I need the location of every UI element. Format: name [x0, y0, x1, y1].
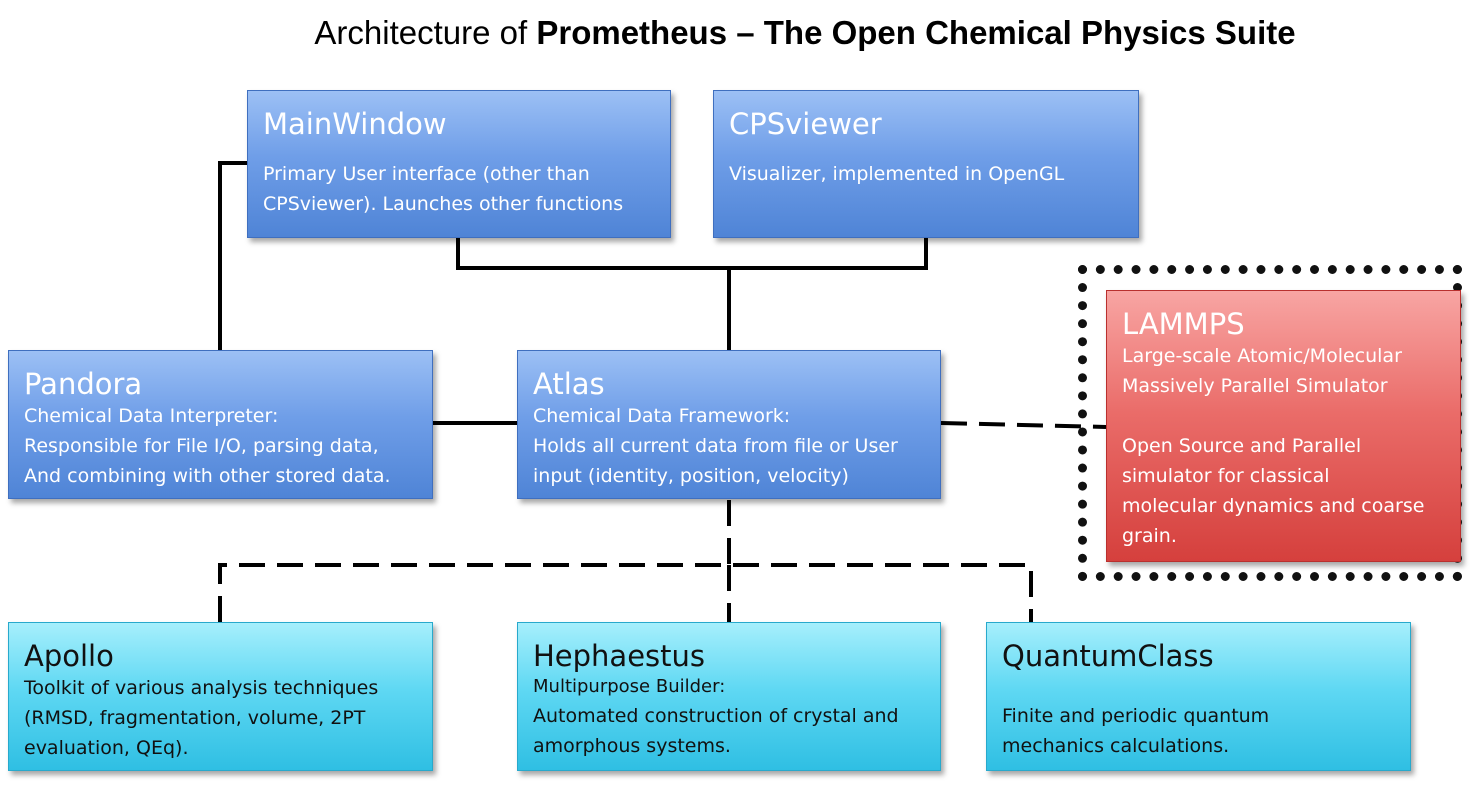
- node-hephaestus-text: Automated construction of crystal and am…: [533, 705, 899, 757]
- node-hephaestus-subtitle: Multipurpose Builder:: [533, 676, 726, 697]
- node-mainwindow[interactable]: MainWindow Primary User interface (other…: [247, 90, 671, 238]
- node-lammps-heading: LAMMPS: [1122, 307, 1245, 341]
- node-pandora-text: Chemical Data Interpreter: Responsible f…: [24, 405, 391, 487]
- node-atlas[interactable]: Atlas Chemical Data Framework: Holds all…: [517, 350, 941, 499]
- node-lammps[interactable]: LAMMPS Large-scale Atomic/Molecular Mass…: [1106, 290, 1461, 562]
- node-quantumclass[interactable]: QuantumClass Finite and periodic quantum…: [986, 622, 1411, 771]
- node-hephaestus[interactable]: Hephaestus Multipurpose Builder: Automat…: [517, 622, 941, 771]
- node-pandora-heading: Pandora: [24, 367, 143, 401]
- node-cpsviewer-text: Visualizer, implemented in OpenGL: [729, 163, 1065, 185]
- node-atlas-heading: Atlas: [533, 367, 605, 401]
- node-quantumclass-text: Finite and periodic quantum mechanics ca…: [1002, 705, 1270, 757]
- node-pandora[interactable]: Pandora Chemical Data Interpreter: Respo…: [8, 350, 433, 499]
- node-mainwindow-text: Primary User interface (other than CPSvi…: [263, 163, 624, 215]
- node-cpsviewer[interactable]: CPSviewer Visualizer, implemented in Ope…: [713, 90, 1139, 238]
- node-apollo-heading: Apollo: [24, 639, 114, 673]
- connector-mainwindow-cpsviewer: [456, 238, 928, 270]
- node-quantumclass-heading: QuantumClass: [1002, 639, 1214, 673]
- diagram-title: Architecture of Prometheus – The Open Ch…: [0, 14, 1475, 52]
- connector-modules-bus: [218, 563, 1033, 622]
- node-cpsviewer-heading: CPSviewer: [729, 107, 882, 141]
- connector-mainwindow-pandora: [218, 161, 247, 350]
- title-bold: Prometheus – The Open Chemical Physics S…: [536, 14, 1296, 51]
- node-mainwindow-heading: MainWindow: [263, 107, 447, 141]
- node-apollo-text: Toolkit of various analysis techniques (…: [24, 677, 379, 759]
- node-hephaestus-heading: Hephaestus: [533, 639, 706, 673]
- title-prefix: Architecture of: [314, 14, 528, 51]
- node-apollo[interactable]: Apollo Toolkit of various analysis techn…: [8, 622, 433, 771]
- node-lammps-text: Large-scale Atomic/Molecular Massively P…: [1122, 345, 1425, 547]
- node-atlas-text: Chemical Data Framework: Holds all curre…: [533, 405, 898, 487]
